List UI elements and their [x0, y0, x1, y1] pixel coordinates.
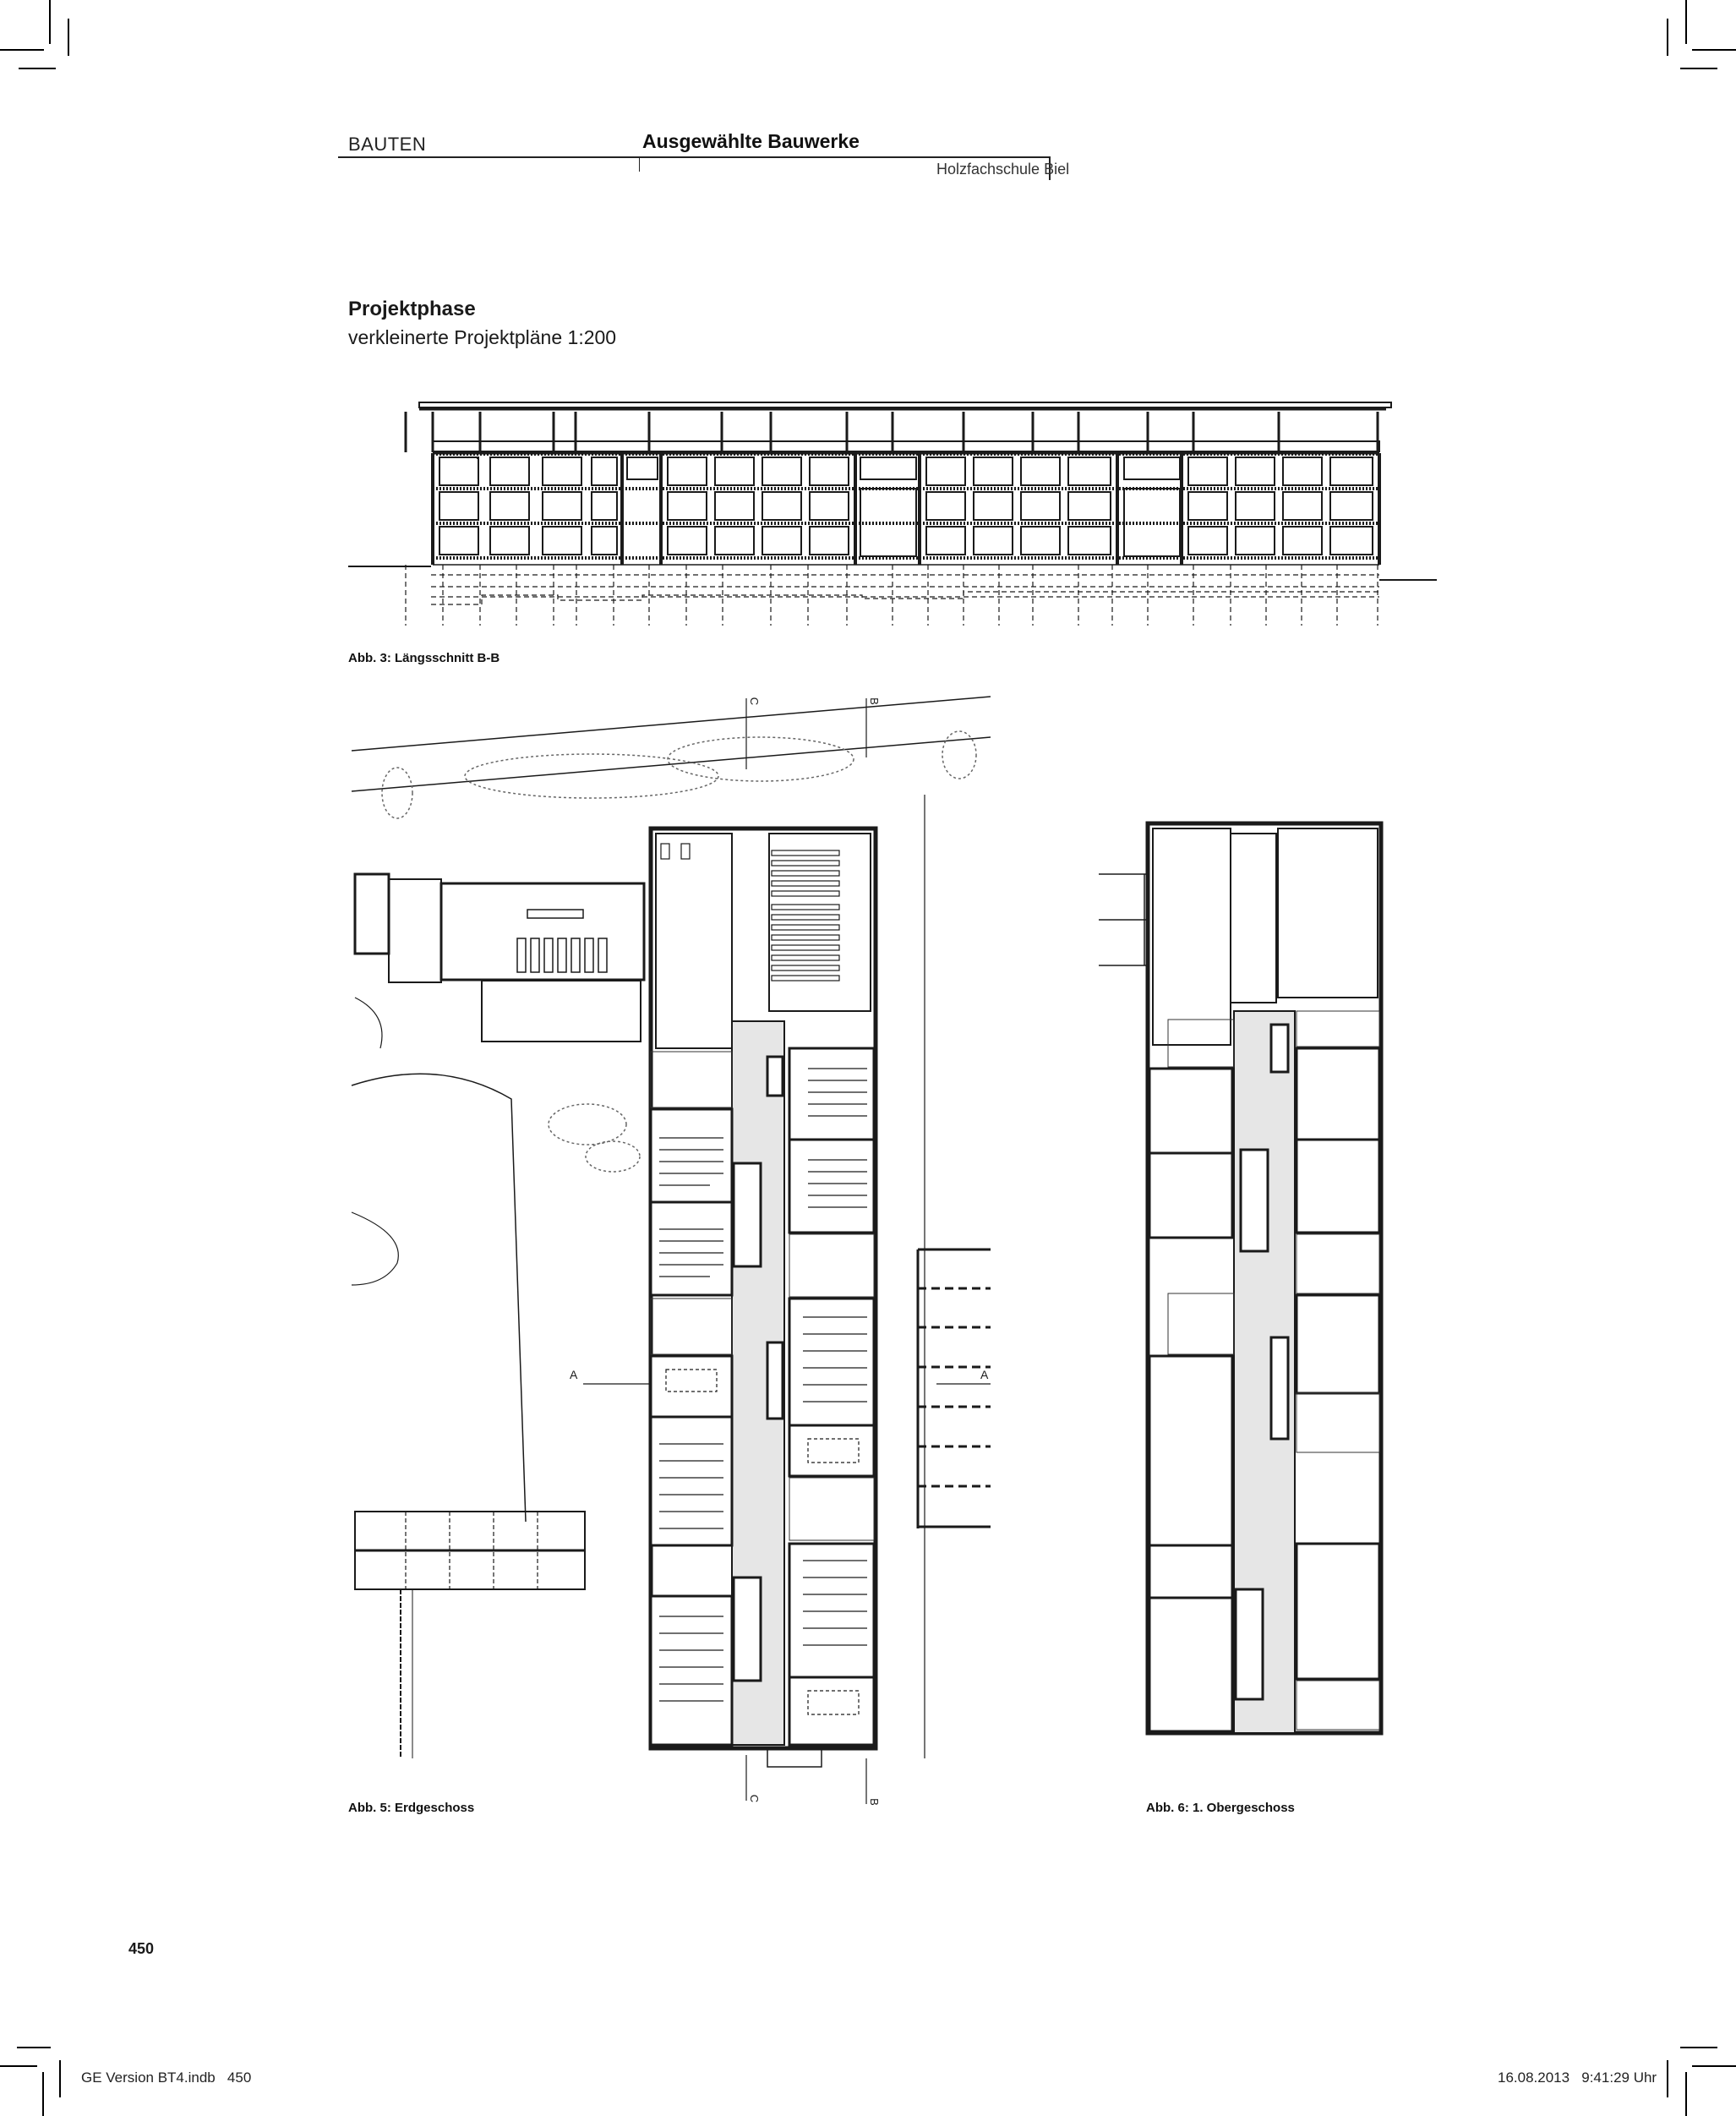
header-rule-tick-right [1049, 156, 1051, 180]
figure-caption-abb6: Abb. 6: 1. Obergeschoss [1146, 1801, 1295, 1815]
header-rule-tick-center [639, 156, 640, 172]
section-title: Projektphase [348, 298, 476, 320]
running-header-chapter: Ausgewählte Bauwerke [642, 130, 860, 152]
header-rule [338, 156, 1050, 158]
footer-file-slug: GE Version BT4.indb 450 [81, 2070, 252, 2086]
page-number: 450 [128, 1940, 155, 1957]
section-marker-a-left: A [570, 1368, 578, 1381]
running-header-subject: Holzfachschule Biel [936, 161, 1070, 178]
running-header-section: BAUTEN [348, 134, 427, 155]
section-subtitle: verkleinerte Projektpläne 1:200 [348, 326, 617, 348]
footer-rule-left [59, 2060, 60, 2097]
section-marker-a-right: A [980, 1368, 989, 1381]
figure-caption-abb3: Abb. 3: Längsschnitt B-B [348, 651, 500, 665]
footer-timestamp: 16.08.2013 9:41:29 Uhr [1498, 2070, 1657, 2086]
figure-caption-abb5: Abb. 5: Erdgeschoss [348, 1801, 475, 1815]
